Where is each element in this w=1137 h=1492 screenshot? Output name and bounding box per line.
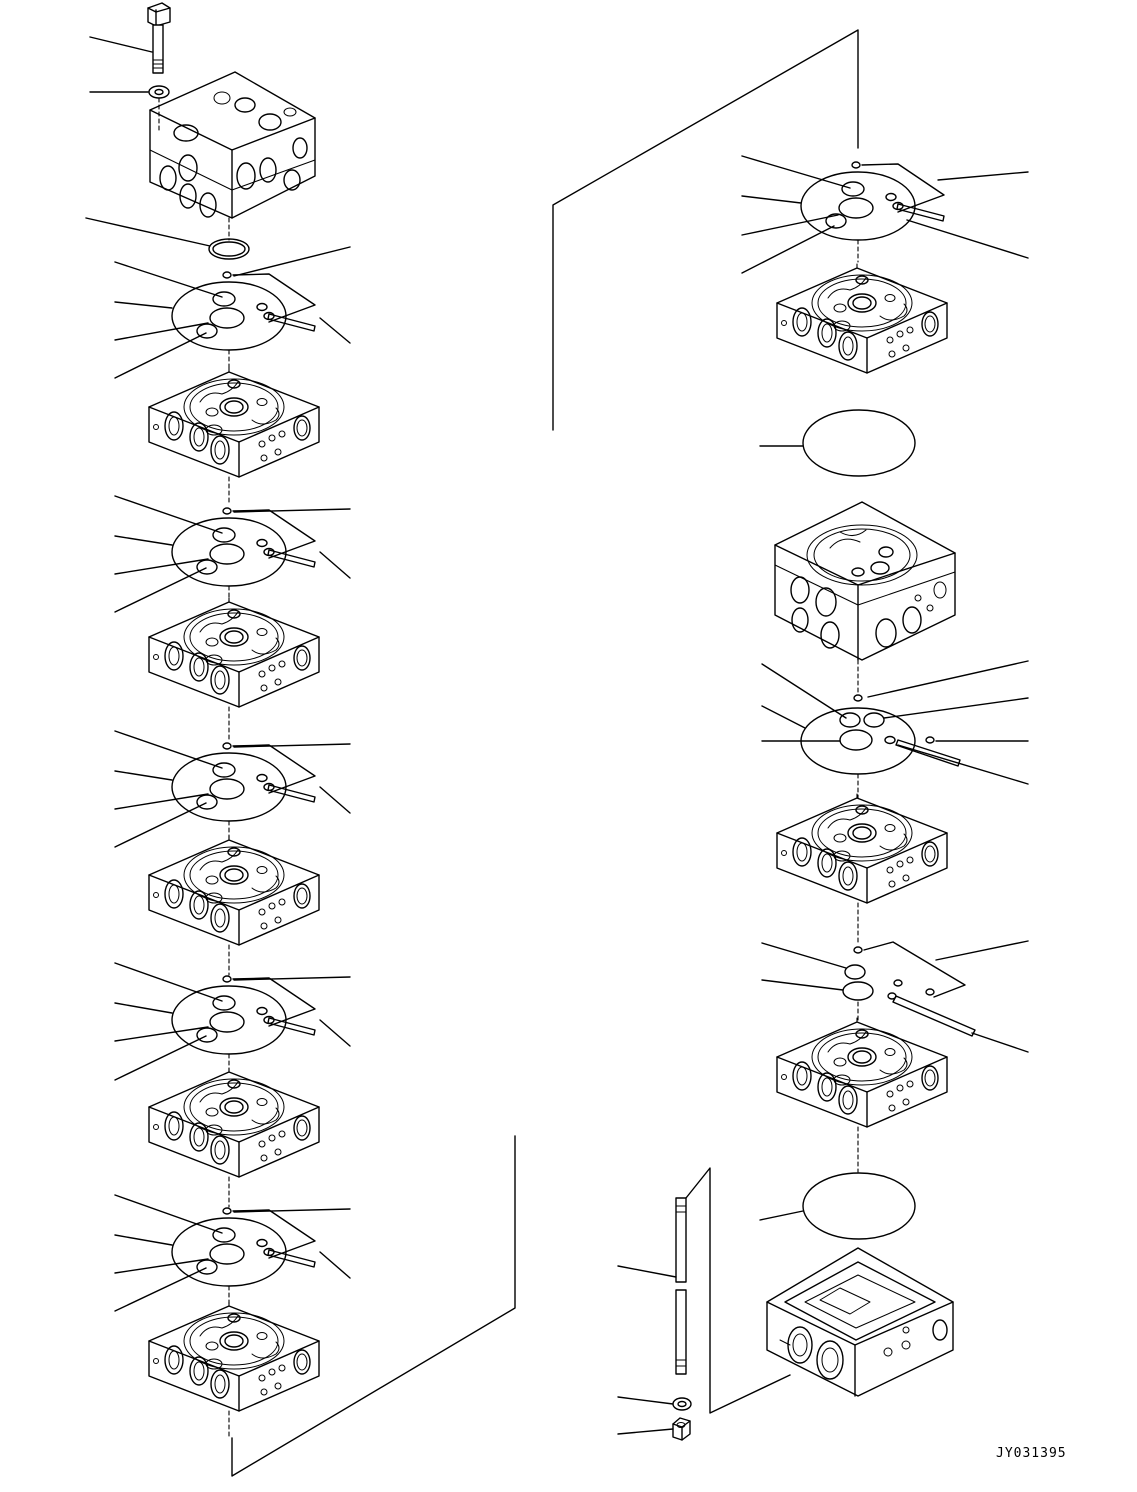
leader-bolt (89, 36, 153, 53)
gasket-1 (171, 271, 316, 351)
washer (148, 85, 170, 99)
washer-right (672, 1397, 692, 1411)
valve-section-8 (776, 1015, 948, 1128)
gasket-8 (842, 941, 976, 1037)
right-stack (617, 155, 1029, 1441)
gasket-6 (800, 161, 945, 241)
valve-section-6 (776, 261, 948, 374)
valve-section-2 (148, 595, 320, 708)
gasket-7 (800, 694, 961, 775)
o-ring (208, 238, 250, 260)
o-ring-large-2 (802, 1172, 916, 1240)
inlet-section (774, 501, 956, 661)
valve-section-3 (148, 833, 320, 946)
valve-section-5 (148, 1299, 320, 1412)
valve-section-7 (776, 791, 948, 904)
leaders-right (741, 155, 1029, 1053)
end-housing (766, 1247, 954, 1397)
connector-lines (231, 29, 859, 1477)
end-cover (149, 71, 316, 219)
left-stack (85, 2, 351, 1439)
leaders-left (114, 246, 351, 1312)
drawing-reference-code: JY031395 (996, 1446, 1067, 1461)
o-ring-large (802, 409, 916, 477)
bolt (147, 2, 171, 74)
valve-section-1 (148, 365, 320, 478)
valve-section-4 (148, 1065, 320, 1178)
leader-o-ring (85, 217, 211, 247)
tie-rod (675, 1167, 791, 1414)
nut (672, 1417, 691, 1441)
